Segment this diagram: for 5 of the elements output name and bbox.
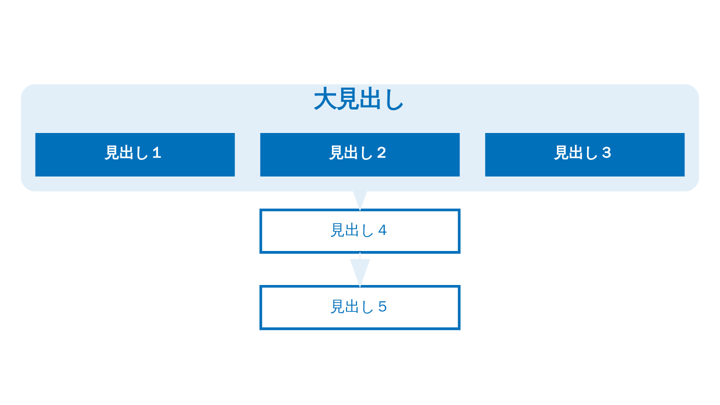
node-box: 見出し１ [35,133,235,176]
node-box: 見出し２ [260,133,460,176]
node-box: 見出し３ [485,133,685,176]
node-box: 見出し５ [259,285,461,330]
node-box: 見出し４ [259,208,461,254]
